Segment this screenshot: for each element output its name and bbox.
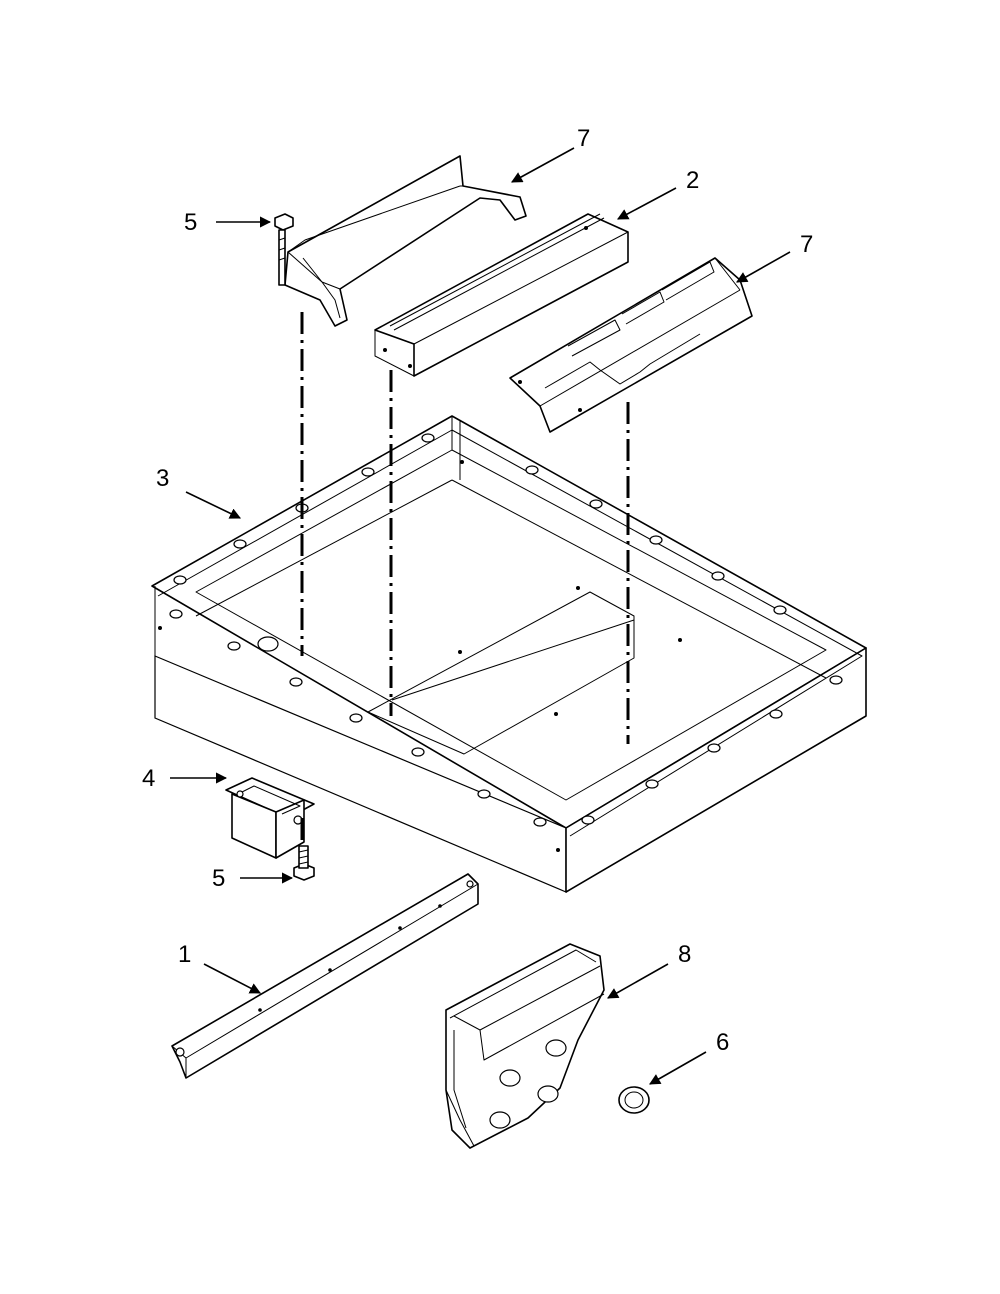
- part-1-rail: [171, 873, 479, 1079]
- part-4-box: [225, 777, 315, 859]
- tray-mounting-holes: [169, 433, 843, 827]
- part-5-screw-lower: [293, 845, 315, 881]
- callout-4: 4: [142, 765, 155, 792]
- callout-1: 1: [178, 941, 191, 968]
- callout-7-upper: 7: [577, 125, 590, 152]
- part-3-tray: [151, 415, 867, 893]
- callout-7-right: 7: [800, 231, 813, 258]
- callout-3: 3: [156, 465, 169, 492]
- callout-2: 2: [686, 167, 699, 194]
- part-8-cover: [445, 943, 605, 1149]
- part-2-channel: [374, 213, 629, 377]
- alignment-centerlines: [300, 312, 630, 846]
- callout-5-upper: 5: [184, 209, 197, 236]
- callout-leaders: [170, 147, 791, 1085]
- part-5-screw-top: [274, 213, 294, 286]
- part-6-plug: [618, 1086, 650, 1114]
- callout-6: 6: [716, 1029, 729, 1056]
- part-7-upper-duct: [284, 155, 527, 327]
- callout-labels: 7 2 5 7 3 4 5 1 8 6: [142, 125, 813, 1056]
- callout-5-lower: 5: [212, 865, 225, 892]
- part-7-angle-bracket: [509, 257, 753, 433]
- callout-8: 8: [678, 941, 691, 968]
